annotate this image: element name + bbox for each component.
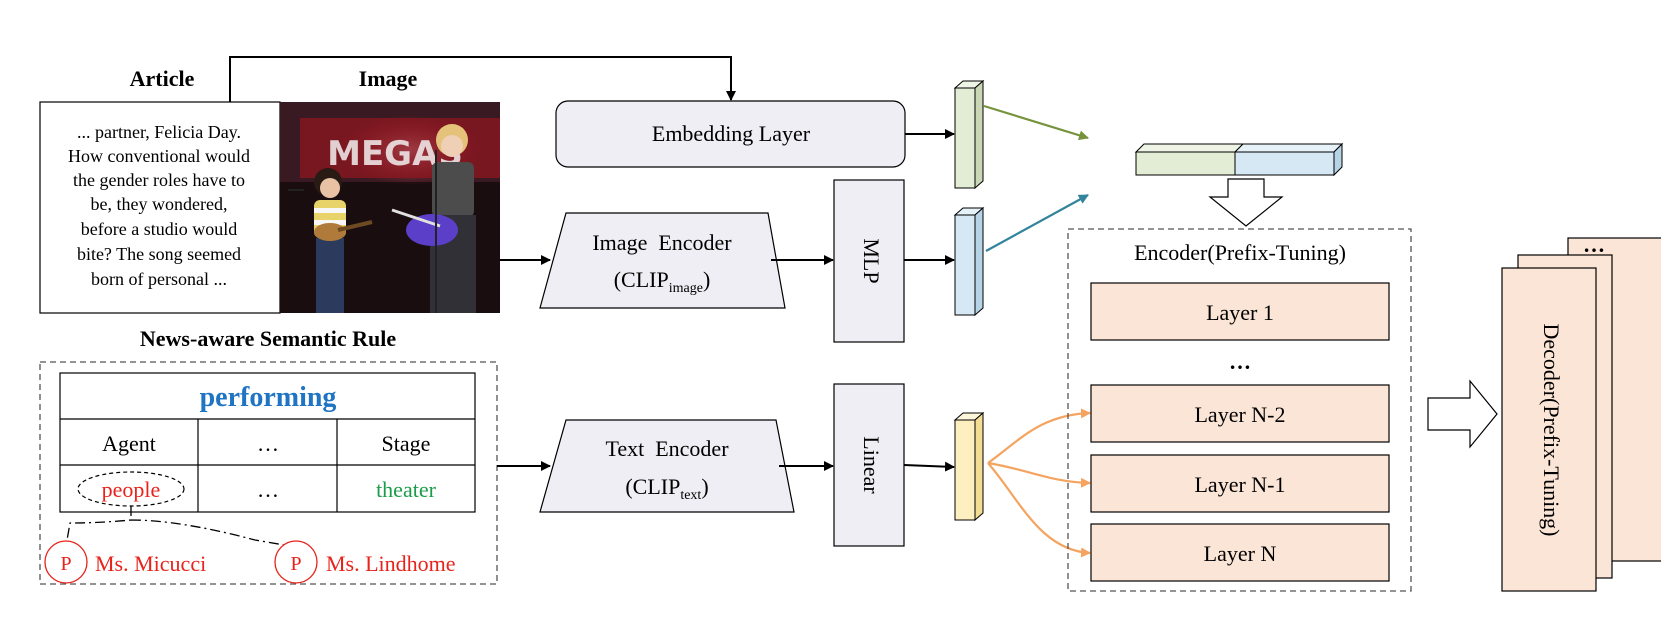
prefix-down-arrow — [1208, 178, 1284, 227]
text-encoder-sub: (CLIPtext) — [625, 474, 708, 503]
person-name-lindhome: Ms. Lindhome — [326, 551, 456, 576]
text-token-to-layer-n-arrow — [987, 462, 1091, 558]
person-marker: P — [290, 553, 301, 575]
person-marker-icon — [274, 540, 318, 584]
text-token-to-layer-n2-arrow — [987, 408, 1091, 464]
image-encoder-box — [539, 212, 786, 309]
image-token — [953, 206, 985, 317]
layer-1-label: Layer 1 — [1206, 300, 1274, 325]
article-line: before a studio would — [81, 219, 237, 239]
role-agent: Agent — [102, 431, 156, 456]
layer-n1-box — [1090, 454, 1390, 513]
layer-n2-label: Layer N-2 — [1194, 402, 1285, 427]
article-text: ... partner, Felicia Day. How convention… — [68, 122, 250, 289]
article-to-embedding-arrow — [229, 56, 736, 102]
news-photo: MEGAS — [280, 102, 500, 313]
text-token-to-layer-n1-arrow — [987, 461, 1091, 488]
frame-name: performing — [200, 382, 337, 413]
decoder-stack-ellipsis: … — [1583, 232, 1605, 257]
image-encoder-sub: (CLIPimage) — [614, 267, 711, 296]
article-line: the gender roles have to — [73, 170, 245, 190]
encoder-frame — [1067, 228, 1412, 592]
image-heading: Image — [359, 66, 418, 91]
embedding-layer-label: Embedding Layer — [652, 121, 811, 146]
layer-1-box — [1090, 282, 1390, 341]
value-theater: theater — [376, 477, 437, 502]
embedding-token-to-prefix-arrow — [983, 104, 1089, 141]
prefix-vector — [1134, 142, 1344, 177]
encoder-to-decoder-arrow — [1427, 379, 1498, 449]
value-people: people — [102, 477, 161, 502]
person-marker-icon — [44, 540, 88, 584]
person-marker: P — [60, 553, 71, 575]
decoder-title: Decoder(Prefix-Tuning) — [1539, 323, 1564, 536]
layer-ellipsis: … — [1229, 349, 1251, 374]
text-encoder-label: Text Encoder — [605, 436, 729, 461]
article-line: bite? The song seemed — [77, 244, 241, 264]
text-encoder-box — [539, 419, 795, 513]
people-to-persons-link — [65, 506, 291, 547]
linear-label: Linear — [859, 436, 884, 494]
article-line: be, they wondered, — [91, 194, 228, 214]
semantic-rule-title: News-aware Semantic Rule — [140, 326, 396, 351]
layer-n-box — [1090, 523, 1390, 582]
text-token — [953, 411, 985, 522]
image-token-to-prefix-arrow — [985, 194, 1089, 252]
semantic-table — [59, 372, 476, 513]
encoder-title: Encoder(Prefix-Tuning) — [1134, 240, 1346, 265]
person-name-micucci: Ms. Micucci — [95, 551, 206, 576]
image-encoder-label: Image Encoder — [592, 230, 732, 255]
mlp-label: MLP — [859, 238, 884, 283]
article-line: How conventional would — [68, 146, 250, 166]
embedding-token — [953, 79, 985, 190]
role-ellipsis: … — [257, 431, 279, 456]
layer-n-label: Layer N — [1204, 541, 1277, 566]
article-heading: Article — [130, 66, 195, 91]
decoder-box — [1501, 267, 1597, 592]
article-box — [39, 101, 281, 314]
value-ellipsis: … — [257, 477, 279, 502]
layer-n2-box — [1090, 384, 1390, 443]
role-stage: Stage — [382, 431, 431, 456]
article-line: born of personal ... — [91, 269, 227, 289]
linear-to-token-arrow — [903, 461, 955, 472]
layer-n1-label: Layer N-1 — [1194, 472, 1285, 497]
mlp-box — [833, 179, 905, 343]
article-line: ... partner, Felicia Day. — [77, 122, 241, 142]
